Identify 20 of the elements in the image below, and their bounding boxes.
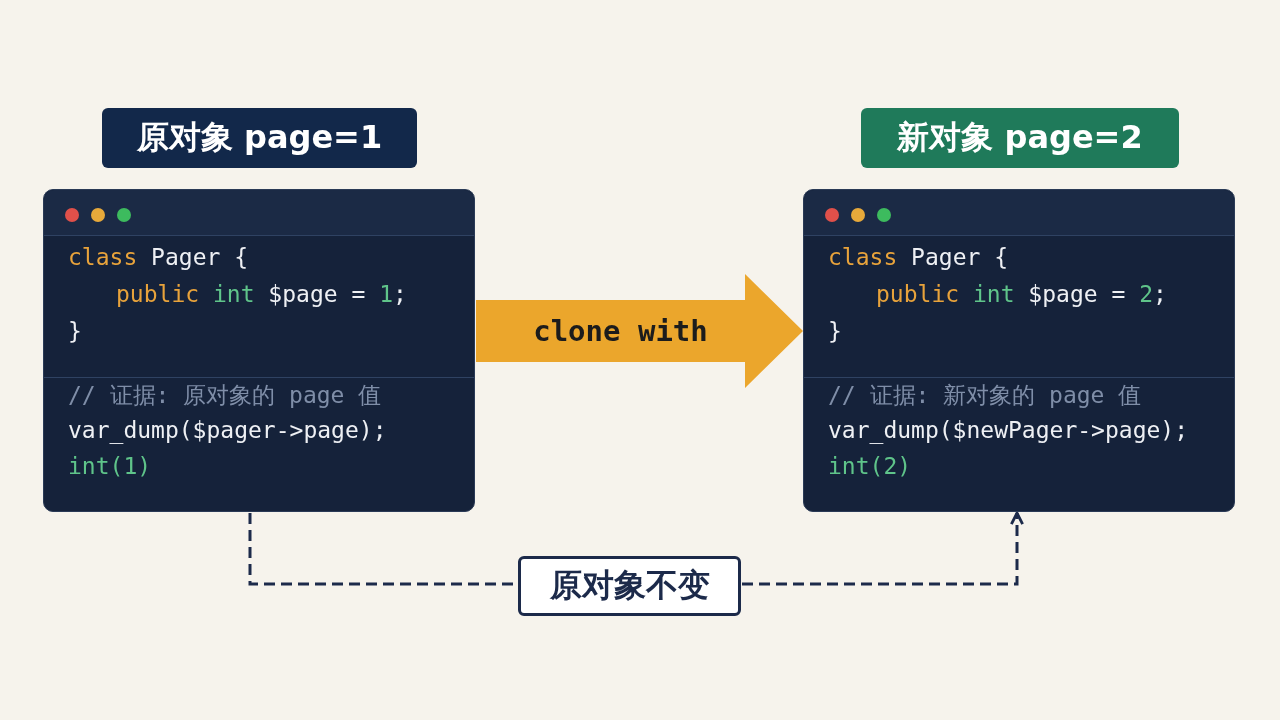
code-comment: // 证据: 原对象的 page 值 [68,381,382,410]
code-line: } [68,317,82,346]
code-line: int(1) [68,452,152,481]
code-comment: // 证据: 新对象的 page 值 [828,381,1142,410]
code-line: public int $page = 1; [116,280,407,309]
connector [742,511,1024,586]
code-line: class Pager { [828,243,1009,272]
title-label: 新对象 page=2 [861,108,1179,168]
code-line: var_dump($newPager->page); [828,416,1189,445]
block-arrow [476,274,803,388]
code-window [43,189,475,512]
edge-label: clone with [532,313,709,349]
code-line: var_dump($pager->page); [68,416,387,445]
code-line: public int $page = 2; [876,280,1167,309]
code-line: class Pager { [68,243,249,272]
code-line: } [828,317,842,346]
title-label: 原对象 page=1 [102,108,417,168]
code-line: int(2) [828,452,912,481]
note-box: 原对象不变 [518,556,741,616]
code-window [803,189,1235,512]
